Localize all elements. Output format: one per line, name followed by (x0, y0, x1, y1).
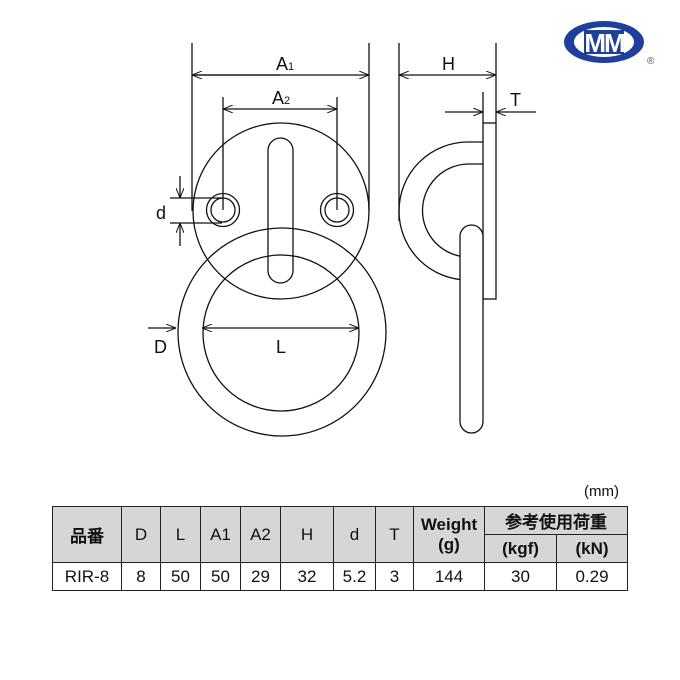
header-H: H (280, 506, 334, 563)
base-plate (192, 122, 370, 300)
cell-part: RIR-8 (52, 562, 122, 591)
cell-kn: 0.29 (556, 562, 628, 591)
header-A1: A1 (200, 506, 241, 563)
cell-weight: 144 (413, 562, 485, 591)
svg-text:MM: MM (584, 28, 624, 58)
header-load-kn: (kN) (556, 534, 628, 563)
cell-T: 3 (375, 562, 414, 591)
cell-D: 8 (121, 562, 161, 591)
label-a1: A1 (276, 54, 294, 74)
header-weight: Weight(g) (413, 506, 485, 563)
header-L: L (160, 506, 201, 563)
spec-table: 品番 D L A1 A2 H d T Weight(g) 参考使用荷重 (kgf… (52, 506, 628, 591)
label-T: T (510, 90, 521, 110)
cell-A1: 50 (200, 562, 241, 591)
label-H: H (442, 54, 455, 74)
svg-text:®: ® (647, 56, 655, 67)
header-d: d (333, 506, 376, 563)
brand-logo: MM ® (564, 21, 655, 67)
label-D: D (154, 337, 167, 357)
side-ring (459, 224, 484, 434)
header-D: D (121, 506, 161, 563)
label-d: d (156, 203, 166, 223)
unit-label: (mm) (584, 483, 619, 500)
header-load-kgf: (kgf) (484, 534, 557, 563)
technical-drawing: A1 A2 d D L H T MM ® (148, 21, 655, 437)
label-a2: A2 (272, 88, 290, 108)
table-row: RIR-8 8 50 50 29 32 5.2 3 144 30 0.29 (52, 562, 628, 591)
label-L: L (276, 337, 286, 357)
header-A2: A2 (240, 506, 281, 563)
header-part: 品番 (52, 506, 122, 563)
cell-kgf: 30 (484, 562, 557, 591)
plate-slot (267, 137, 294, 284)
cell-H: 32 (280, 562, 334, 591)
header-load: 参考使用荷重 (484, 506, 628, 535)
ring-inner (202, 254, 360, 412)
cell-L: 50 (160, 562, 201, 591)
cell-A2: 29 (240, 562, 281, 591)
side-plate (482, 122, 497, 300)
ring-outer (177, 227, 387, 437)
header-T: T (375, 506, 414, 563)
cell-d: 5.2 (333, 562, 376, 591)
